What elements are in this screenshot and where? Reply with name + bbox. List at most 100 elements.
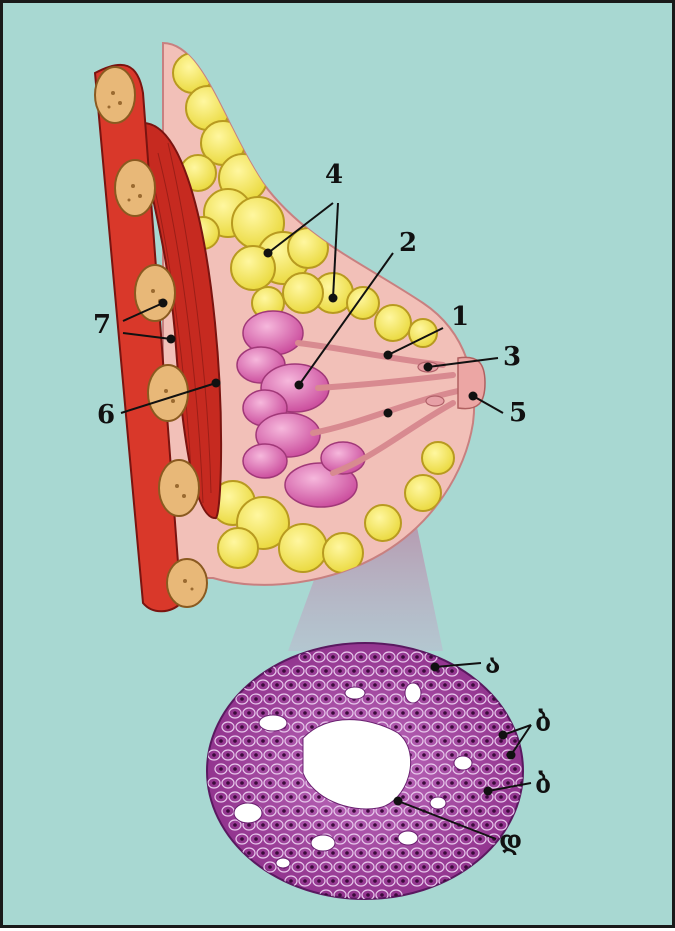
cell-nucleus xyxy=(436,697,440,701)
cell-nucleus xyxy=(282,753,286,757)
cell-nucleus xyxy=(415,711,419,715)
cell-nucleus xyxy=(345,851,349,855)
cell-nucleus xyxy=(219,739,223,743)
cell-nucleus xyxy=(233,739,237,743)
cell-nucleus xyxy=(387,823,391,827)
cell-nucleus xyxy=(436,837,440,841)
cell-nucleus xyxy=(373,823,377,827)
cell-nucleus xyxy=(457,711,461,715)
cell-nucleus xyxy=(408,669,412,673)
label-5: 5 xyxy=(509,398,527,428)
cell-nucleus xyxy=(373,879,377,883)
cell-nucleus xyxy=(359,655,363,659)
cell-nucleus xyxy=(345,879,349,883)
cell-nucleus xyxy=(261,739,265,743)
cell-nucleus xyxy=(478,725,482,729)
cell-nucleus xyxy=(394,837,398,841)
cell-nucleus xyxy=(387,851,391,855)
cell-nucleus xyxy=(352,893,356,897)
cell-nucleus xyxy=(373,711,377,715)
cell-nucleus xyxy=(429,683,433,687)
cell-nucleus xyxy=(492,809,496,813)
cell-nucleus xyxy=(471,823,475,827)
cell-nucleus xyxy=(261,683,265,687)
cell-nucleus xyxy=(345,655,349,659)
cell-nucleus xyxy=(254,837,258,841)
cell-nucleus xyxy=(359,683,363,687)
cell-nucleus xyxy=(464,837,468,841)
cell-nucleus xyxy=(443,823,447,827)
cell-nucleus xyxy=(296,697,300,701)
cell-nucleus xyxy=(415,795,419,799)
cell-nucleus xyxy=(324,809,328,813)
cell-nucleus xyxy=(310,697,314,701)
cell-nucleus xyxy=(338,837,342,841)
cell-nucleus xyxy=(282,669,286,673)
cell-nucleus xyxy=(471,795,475,799)
cell-nucleus xyxy=(373,851,377,855)
cell-nucleus xyxy=(289,823,293,827)
cell-nucleus xyxy=(359,823,363,827)
cell-nucleus xyxy=(450,697,454,701)
cell-nucleus xyxy=(226,725,230,729)
cell-nucleus xyxy=(324,669,328,673)
label-d: დ xyxy=(499,826,522,856)
cell-nucleus xyxy=(373,683,377,687)
cell-nucleus xyxy=(387,655,391,659)
cell-nucleus xyxy=(394,725,398,729)
cell-nucleus xyxy=(471,767,475,771)
cell-nucleus xyxy=(485,711,489,715)
label-7: 7 xyxy=(93,310,111,340)
cell-nucleus xyxy=(352,669,356,673)
cell-nucleus xyxy=(380,669,384,673)
cell-nucleus xyxy=(247,711,251,715)
cell-nucleus xyxy=(450,669,454,673)
cell-nucleus xyxy=(450,725,454,729)
cell-nucleus xyxy=(359,879,363,883)
cell-nucleus xyxy=(289,739,293,743)
cell-nucleus xyxy=(408,809,412,813)
cell-nucleus xyxy=(296,753,300,757)
cell-nucleus xyxy=(219,767,223,771)
cell-nucleus xyxy=(352,809,356,813)
cell-nucleus xyxy=(289,711,293,715)
cell-nucleus xyxy=(268,697,272,701)
cell-nucleus xyxy=(401,823,405,827)
cell-nucleus xyxy=(275,851,279,855)
cell-nucleus xyxy=(429,711,433,715)
cell-nucleus xyxy=(443,711,447,715)
cell-nucleus xyxy=(261,823,265,827)
cell-nucleus xyxy=(247,739,251,743)
cell-nucleus xyxy=(380,697,384,701)
cell-nucleus xyxy=(422,753,426,757)
cell-nucleus xyxy=(289,851,293,855)
cell-nucleus xyxy=(415,879,419,883)
cell-nucleus xyxy=(317,683,321,687)
cell-nucleus xyxy=(457,739,461,743)
cell-nucleus xyxy=(387,879,391,883)
cell-nucleus xyxy=(331,655,335,659)
cell-nucleus xyxy=(261,767,265,771)
label-4: 4 xyxy=(325,160,343,190)
cell-nucleus xyxy=(296,725,300,729)
cell-nucleus xyxy=(338,893,342,897)
cell-nucleus xyxy=(429,739,433,743)
cell-nucleus xyxy=(261,711,265,715)
cell-nucleus xyxy=(226,753,230,757)
cell-nucleus xyxy=(331,683,335,687)
cell-nucleus xyxy=(282,837,286,841)
cell-nucleus xyxy=(303,823,307,827)
cell-nucleus xyxy=(310,809,314,813)
cell-nucleus xyxy=(268,809,272,813)
cell-nucleus xyxy=(436,725,440,729)
cell-nucleus xyxy=(289,795,293,799)
cell-nucleus xyxy=(401,683,405,687)
label-b-top: ბ xyxy=(535,708,551,738)
cell-nucleus xyxy=(303,879,307,883)
cell-nucleus xyxy=(275,767,279,771)
cell-nucleus xyxy=(366,837,370,841)
cell-nucleus xyxy=(415,739,419,743)
cell-nucleus xyxy=(464,809,468,813)
cell-nucleus xyxy=(296,669,300,673)
cell-nucleus xyxy=(254,725,258,729)
